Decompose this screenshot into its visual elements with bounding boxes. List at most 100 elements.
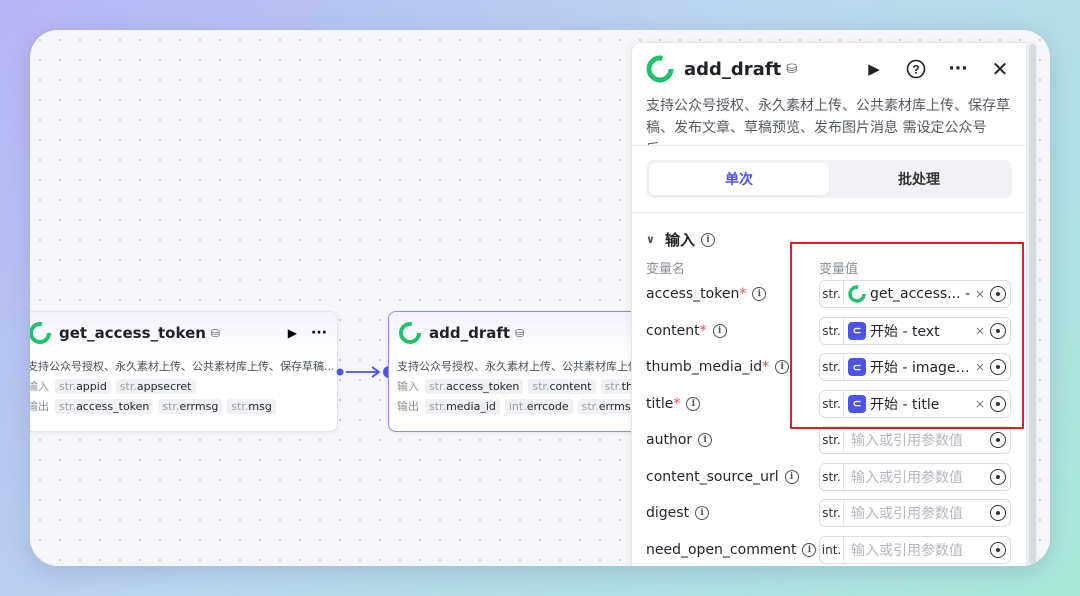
info-icon[interactable]: i xyxy=(686,396,701,411)
clear-icon[interactable]: × xyxy=(974,360,985,375)
reference-target-icon[interactable] xyxy=(990,468,1006,485)
tab-single[interactable]: 单次 xyxy=(649,163,829,195)
reference-target-icon[interactable] xyxy=(990,322,1006,339)
clear-icon[interactable]: × xyxy=(974,323,985,338)
chevron-down-icon[interactable]: ∨ xyxy=(646,233,655,246)
node-get-access-token[interactable]: get_access_token ⛁ ▶ ··· 支持公众号授权、永久素材上传、… xyxy=(30,311,338,432)
col-value-header: 变量值 xyxy=(819,262,859,277)
info-icon[interactable]: i xyxy=(712,323,727,338)
param-value-field[interactable]: int. 输入或引用参数值 xyxy=(819,535,1011,564)
type-label: str. xyxy=(820,354,844,381)
param-input[interactable]: 输入或引用参数值 xyxy=(851,433,963,450)
reference-chip[interactable]: get_access... - xyxy=(848,285,971,303)
param-value-field[interactable]: str. 输入或引用参数值 xyxy=(819,426,1011,455)
node-inputs: 输入 str.appid str.appsecret xyxy=(30,374,337,394)
info-icon[interactable]: i xyxy=(802,542,817,557)
param-input[interactable]: 输入或引用参数值 xyxy=(851,469,963,486)
plugin-badge-icon: ⛁ xyxy=(515,326,525,340)
info-icon[interactable]: i xyxy=(700,232,715,247)
reference-target-icon[interactable] xyxy=(990,359,1006,376)
reference-target-icon[interactable] xyxy=(990,432,1006,449)
plugin-badge-icon: ⛁ xyxy=(786,61,798,77)
param-tag: int.errcode xyxy=(504,398,573,414)
reference-chip[interactable]: ⊂ 开始 - text xyxy=(848,321,971,341)
tab-batch[interactable]: 批处理 xyxy=(898,172,940,188)
param-input[interactable]: 输入或引用参数值 xyxy=(851,542,963,559)
divider xyxy=(632,212,1026,213)
info-icon[interactable]: i xyxy=(698,433,713,448)
info-icon[interactable]: i xyxy=(784,469,799,484)
param-tag: str.access_token xyxy=(55,398,154,414)
param-value-field[interactable]: str. 输入或引用参数值 xyxy=(819,499,1011,528)
plugin-logo-icon xyxy=(646,55,674,83)
clear-icon[interactable]: × xyxy=(974,396,985,411)
clear-icon[interactable]: × xyxy=(974,287,985,302)
node-add-draft[interactable]: add_draft ⛁ 支持公众号授权、永久素材上传、公共素材库上传、保存草稿 … xyxy=(388,311,648,432)
info-icon[interactable]: i xyxy=(775,360,790,375)
param-value-field[interactable]: str. ⊂ 开始 - title × xyxy=(819,389,1011,418)
param-tag: str.access_token xyxy=(425,378,524,394)
param-name: thumb_media_id*i xyxy=(646,359,819,375)
help-icon[interactable]: ? xyxy=(904,57,928,81)
param-input[interactable]: 输入或引用参数值 xyxy=(851,506,963,523)
param-name: access_token*i xyxy=(646,286,819,302)
output-label: 输出 xyxy=(30,400,49,413)
run-icon[interactable]: ▶ xyxy=(868,60,880,78)
start-node-icon: ⊂ xyxy=(848,321,866,340)
param-value-field[interactable]: str. 输入或引用参数值 xyxy=(819,462,1011,491)
column-headers: 变量名 变量值 xyxy=(632,250,1026,277)
reference-target-icon[interactable] xyxy=(990,286,1006,303)
more-icon[interactable]: ··· xyxy=(948,59,968,79)
plugin-logo-icon xyxy=(848,285,866,303)
param-value-field[interactable]: str. get_access... - × xyxy=(819,280,1011,309)
more-icon[interactable]: ··· xyxy=(311,325,327,341)
run-icon[interactable]: ▶ xyxy=(287,326,298,340)
divider xyxy=(632,145,1026,146)
param-name: title*i xyxy=(646,396,819,412)
param-row-title: title*i str. ⊂ 开始 - title × xyxy=(632,386,1026,423)
scrollbar-thumb[interactable] xyxy=(1029,44,1036,564)
param-row-access-token: access_token*i str. get_access... - × xyxy=(632,276,1026,313)
reference-target-icon[interactable] xyxy=(990,395,1006,412)
plugin-logo-icon xyxy=(30,322,51,344)
plugin-badge-icon: ⛁ xyxy=(210,326,221,340)
type-label: str. xyxy=(820,427,844,454)
reference-chip[interactable]: ⊂ 开始 - title xyxy=(848,394,971,414)
edge-connector[interactable] xyxy=(334,362,394,382)
node-description: 支持公众号授权、永久素材上传、公共素材库上传、保存草稿... xyxy=(30,360,335,373)
reference-target-icon[interactable] xyxy=(990,505,1006,522)
param-row-thumb-media-id: thumb_media_id*i str. ⊂ 开始 - image_... × xyxy=(632,349,1026,386)
type-label: str. xyxy=(820,390,844,417)
type-label: str. xyxy=(820,281,844,308)
param-tag: str.media_id xyxy=(425,398,500,414)
svg-text:?: ? xyxy=(912,63,919,77)
node-header: add_draft ⛁ xyxy=(389,312,647,354)
input-section-header[interactable]: ∨ 输入 i xyxy=(632,213,1026,250)
param-value-field[interactable]: str. ⊂ 开始 - image_... × xyxy=(819,353,1011,382)
node-outputs: 输出 str.media_id int.errcode str.errmsg xyxy=(389,394,647,414)
type-label: str. xyxy=(820,500,844,527)
reference-target-icon[interactable] xyxy=(990,541,1006,558)
param-value-field[interactable]: str. ⊂ 开始 - text × xyxy=(819,316,1011,345)
input-label: 输入 xyxy=(397,380,419,393)
close-icon[interactable]: ✕ xyxy=(991,57,1009,81)
app-window: get_access_token ⛁ ▶ ··· 支持公众号授权、永久素材上传、… xyxy=(30,30,1050,566)
reference-chip[interactable]: ⊂ 开始 - image_... xyxy=(848,357,971,377)
output-label: 输出 xyxy=(397,400,419,413)
param-row-content: content*i str. ⊂ 开始 - text × xyxy=(632,313,1026,350)
node-title: add_draft xyxy=(429,324,511,342)
section-title: 输入 xyxy=(664,231,695,249)
param-name: content*i xyxy=(646,323,819,339)
input-label: 输入 xyxy=(30,380,49,393)
info-icon[interactable]: i xyxy=(695,506,710,521)
param-tag: str.appid xyxy=(55,378,111,394)
node-outputs: 输出 str.access_token str.errmsg str.msg xyxy=(30,394,337,414)
info-icon[interactable]: i xyxy=(752,287,767,302)
